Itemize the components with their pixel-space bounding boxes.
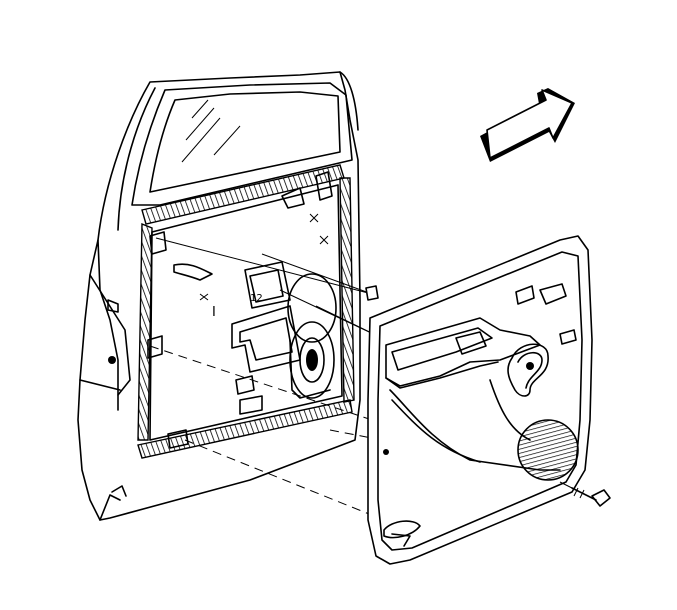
door-shell — [77, 71, 361, 521]
speaker-mark: 12 — [250, 293, 263, 304]
speaker-grille — [517, 419, 579, 481]
door-panel-mark: I — [212, 305, 216, 320]
direction-arrow-icon — [480, 88, 575, 162]
door-speaker — [287, 273, 337, 399]
door-trim-panel — [367, 235, 593, 565]
inner-door-panel: I 12 — [137, 164, 355, 459]
trim-screw-icon — [559, 481, 611, 507]
